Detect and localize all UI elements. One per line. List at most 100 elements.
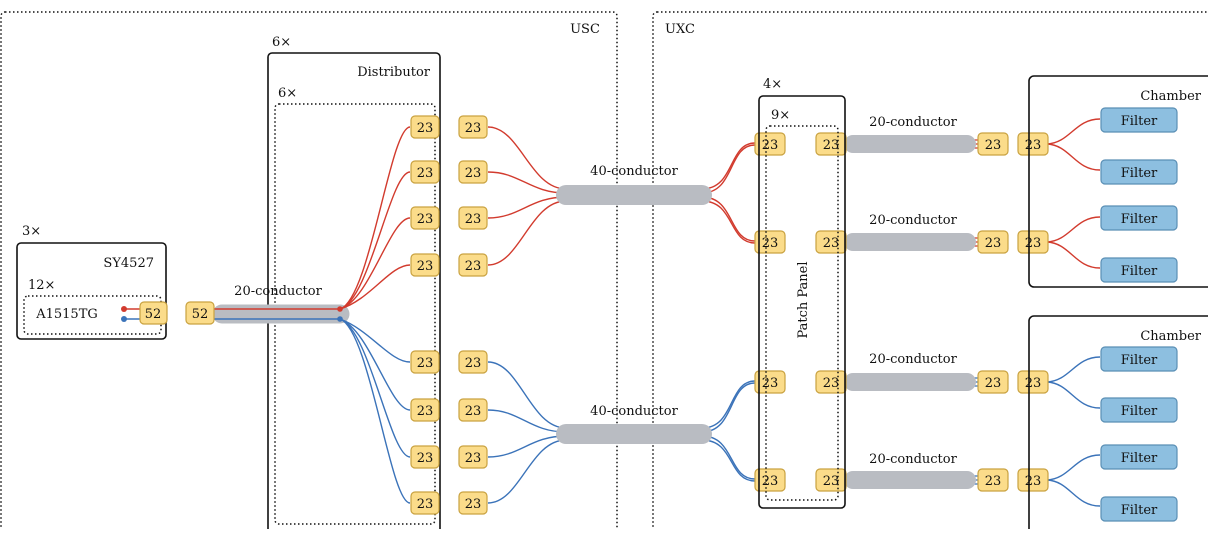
cable-head-connector-2: 23 [458, 160, 488, 184]
long-cable-wire-in-red-2 [487, 171, 567, 194]
cable-head-connector-6: 23 [458, 398, 488, 422]
patch-panel-out-connector-2: 23 [815, 230, 847, 254]
filter-4: Filter [1100, 257, 1178, 283]
svg-text:23: 23 [762, 376, 779, 391]
board-multiplier: 12× [28, 278, 55, 293]
short-cable-label-3: 20-conductor [869, 352, 957, 367]
distributor-output-connector-4: 23 [410, 253, 440, 277]
svg-text:23: 23 [823, 236, 840, 251]
svg-text:23: 23 [465, 404, 482, 419]
wire-layer [339, 118, 1101, 507]
filter-3: Filter [1100, 205, 1178, 231]
fanout-blue-wire-2 [339, 318, 411, 411]
uxc-zone-label: UXC [665, 22, 695, 37]
short-cable-label-4: 20-conductor [869, 452, 957, 467]
chamber-lead-lower-4 [1046, 479, 1101, 507]
svg-text:23: 23 [985, 138, 1002, 153]
distributor-multiplier: 6× [272, 35, 291, 50]
svg-text:23: 23 [417, 404, 434, 419]
fanout-red-wire-4 [339, 264, 411, 310]
svg-text:23: 23 [823, 138, 840, 153]
svg-text:23: 23 [417, 451, 434, 466]
cable-head-connector-8: 23 [458, 491, 488, 515]
short-cable-end-connector-3: 23 [977, 370, 1009, 394]
patch-panel-title: Patch Panel [796, 261, 811, 338]
long-cable-wire-out-blue-1 [701, 380, 756, 429]
svg-text:Filter: Filter [1121, 114, 1158, 129]
cable-layer [556, 135, 976, 489]
usc-zone-boundary [0, 11, 618, 534]
distributor-output-connector-7: 23 [410, 445, 440, 469]
distributor-box [267, 52, 441, 534]
patch-panel-inner-multiplier: 9× [771, 108, 790, 123]
svg-text:23: 23 [762, 138, 779, 153]
svg-text:23: 23 [762, 236, 779, 251]
svg-text:23: 23 [823, 376, 840, 391]
svg-text:23: 23 [465, 356, 482, 371]
distributor-output-connector-6: 23 [410, 398, 440, 422]
distributor-output-connector-1: 23 [410, 115, 440, 139]
chamber-lead-upper-1 [1046, 118, 1101, 145]
patch-panel-out-connector-3: 23 [815, 370, 847, 394]
long-cable-wire-in-blue-4 [487, 439, 567, 504]
long-cable-wire-in-red-1 [487, 126, 567, 190]
long-cable-wire-in-blue-3 [487, 435, 567, 458]
svg-text:23: 23 [985, 474, 1002, 489]
svg-text:23: 23 [465, 259, 482, 274]
fanout-red-wire-3 [339, 217, 411, 310]
svg-text:23: 23 [465, 121, 482, 136]
board-label: A1515TG [35, 307, 98, 322]
cable-head-connector-1: 23 [458, 115, 488, 139]
fanout-blue-wire-3 [339, 318, 411, 458]
svg-text:23: 23 [985, 236, 1002, 251]
chamber-lead-lower-1 [1046, 143, 1101, 171]
mainframe-connector: 52 [139, 301, 168, 325]
long-cable-wire-in-red-3 [487, 196, 567, 219]
distributor-input-connector: 52 [185, 301, 215, 325]
patch-panel-box [758, 95, 846, 509]
svg-text:23: 23 [823, 474, 840, 489]
svg-text:23: 23 [465, 166, 482, 181]
filter-6: Filter [1100, 397, 1178, 423]
long-cable-wire-in-blue-1 [487, 361, 567, 429]
cable-head-connector-3: 23 [458, 206, 488, 230]
svg-text:Filter: Filter [1121, 264, 1158, 279]
svg-text:23: 23 [417, 212, 434, 227]
chamber-bottom-box [1028, 315, 1208, 534]
svg-text:Filter: Filter [1121, 353, 1158, 368]
svg-text:23: 23 [1025, 236, 1042, 251]
svg-text:Filter: Filter [1121, 166, 1158, 181]
filter-2: Filter [1100, 159, 1178, 185]
short-cable-end-connector-2: 23 [977, 230, 1009, 254]
svg-text:Filter: Filter [1121, 451, 1158, 466]
svg-text:23: 23 [417, 259, 434, 274]
svg-text:23: 23 [985, 376, 1002, 391]
chamber-top-title: Chamber [1140, 89, 1201, 104]
chamber-lead-lower-2 [1046, 241, 1101, 269]
patch-panel-inner-box [765, 125, 839, 501]
chamber-top-box [1028, 75, 1208, 288]
long-cable-label-blue: 40-conductor [590, 404, 678, 419]
usc-zone-label: USC [570, 22, 600, 37]
distributor-output-connector-8: 23 [410, 491, 440, 515]
svg-text:23: 23 [417, 497, 434, 512]
svg-text:23: 23 [1025, 138, 1042, 153]
distributor-inner-multiplier: 6× [278, 86, 297, 101]
distributor-output-connector-3: 23 [410, 206, 440, 230]
long-cable-wire-in-blue-2 [487, 409, 567, 433]
mainframe-box [16, 242, 167, 340]
svg-text:52: 52 [192, 307, 209, 322]
filter-5: Filter [1100, 346, 1178, 372]
trunk-cable-label: 20-conductor [234, 284, 322, 299]
connector-layer: 23 23 23 23 23 23 23 23 23 23 23 23 23 23 23 23 23 23 23 23… [410, 107, 1178, 522]
svg-text:23: 23 [465, 451, 482, 466]
chamber-input-connector-2: 23 [1017, 230, 1049, 254]
svg-text:Filter: Filter [1121, 212, 1158, 227]
chamber-input-connector-1: 23 [1017, 132, 1049, 156]
chamber-lead-upper-4 [1046, 454, 1101, 481]
fanout-blue-wire-4 [339, 318, 411, 504]
long-cable-label-red: 40-conductor [590, 164, 678, 179]
chamber-input-connector-3: 23 [1017, 370, 1049, 394]
